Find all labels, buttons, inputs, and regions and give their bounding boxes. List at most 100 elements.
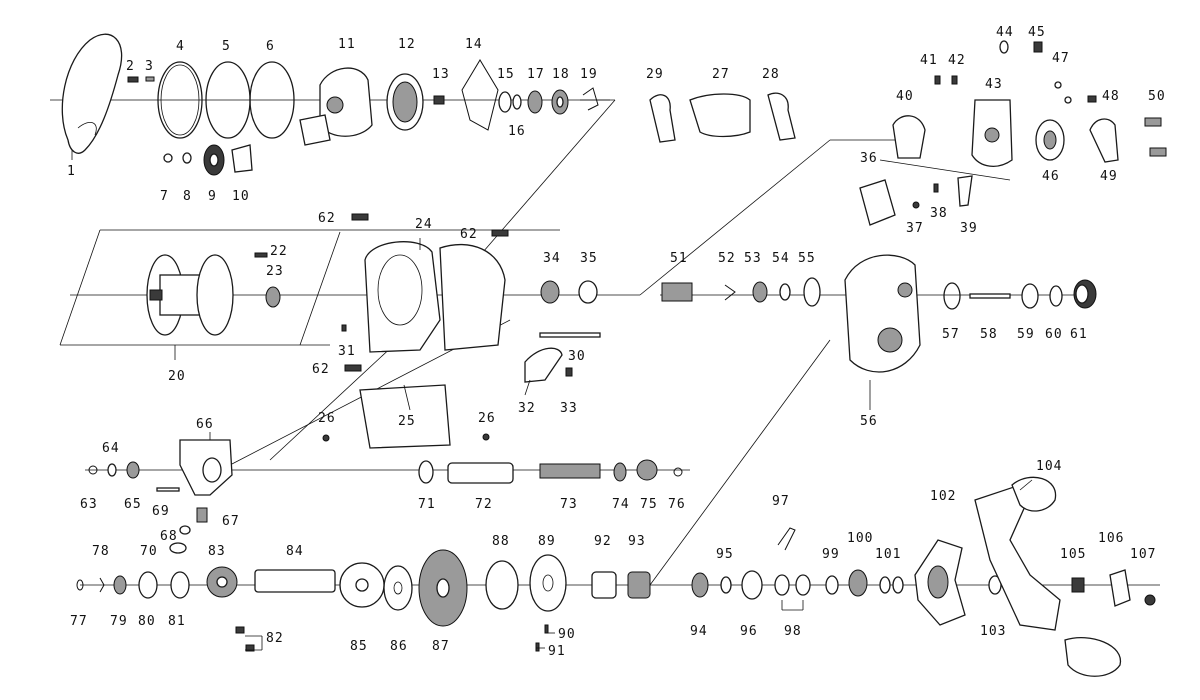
- part-64-washer: [107, 463, 117, 477]
- part-67-pawl: [196, 507, 208, 523]
- part-42-screw: [951, 75, 958, 85]
- part-14-spring-clip: [461, 59, 499, 131]
- part-65-bearing: [126, 461, 140, 479]
- part-26-screws: [322, 433, 490, 442]
- part-98-washers: [774, 574, 811, 596]
- label-81: 81: [168, 614, 186, 629]
- part-29-bracket: [649, 94, 676, 143]
- label-54: 54: [772, 251, 790, 266]
- part-13-screw: [433, 95, 445, 105]
- label-85: 85: [350, 639, 368, 654]
- label-22: 22: [270, 244, 288, 259]
- part-31-pin: [341, 324, 347, 332]
- part-84-shaft: [254, 569, 336, 593]
- part-28-bracket: [767, 92, 796, 141]
- label-47: 47: [1052, 51, 1070, 66]
- part-50-springs: [1144, 117, 1167, 157]
- part-41-screw: [934, 75, 941, 85]
- part-number-labels: 1 2 3 4 5 6 7 8 9 10 11 12 13 14 15 16 1…: [67, 25, 1166, 659]
- label-30: 30: [568, 349, 586, 364]
- part-3-pin: [145, 76, 155, 82]
- label-86: 86: [390, 639, 408, 654]
- part-79-bearing: [113, 575, 127, 595]
- label-50: 50: [1148, 89, 1166, 104]
- label-72: 72: [475, 497, 493, 512]
- label-101: 101: [875, 547, 901, 562]
- label-68: 68: [160, 529, 178, 544]
- part-58-shaft: [969, 293, 1011, 299]
- label-77: 77: [70, 614, 88, 629]
- label-66: 66: [196, 417, 214, 432]
- part-37-screw: [912, 201, 920, 209]
- label-19: 19: [580, 67, 598, 82]
- part-91-pin: [535, 642, 540, 652]
- part-17-collar: [527, 90, 543, 114]
- part-104-handle: [974, 476, 1121, 677]
- label-38: 38: [930, 206, 948, 221]
- part-85-star-drag: [339, 562, 385, 608]
- label-96: 96: [740, 624, 758, 639]
- label-43: 43: [985, 77, 1003, 92]
- label-3: 3: [145, 59, 154, 74]
- label-57: 57: [942, 327, 960, 342]
- label-67: 67: [222, 514, 240, 529]
- label-32: 32: [518, 401, 536, 416]
- part-96-clutch: [741, 570, 763, 600]
- part-77-ring: [76, 579, 84, 591]
- label-60: 60: [1045, 327, 1063, 342]
- part-74-bearing: [613, 462, 627, 482]
- label-56: 56: [860, 414, 878, 429]
- part-40-cover: [892, 115, 926, 159]
- label-76: 76: [668, 497, 686, 512]
- label-103: 103: [980, 624, 1006, 639]
- part-12-bearing-housing: [386, 73, 424, 131]
- part-4-ring: [157, 61, 203, 139]
- label-20: 20: [168, 369, 186, 384]
- label-48: 48: [1102, 89, 1120, 104]
- label-82: 82: [266, 631, 284, 646]
- label-61: 61: [1070, 327, 1088, 342]
- label-7: 7: [160, 189, 169, 204]
- part-33-screw: [565, 367, 573, 377]
- label-33: 33: [560, 401, 578, 416]
- label-89: 89: [538, 534, 556, 549]
- label-94: 94: [690, 624, 708, 639]
- label-8: 8: [183, 189, 192, 204]
- part-44-washer: [999, 40, 1009, 54]
- part-92-bushing: [591, 571, 617, 599]
- part-78-clip: [99, 577, 105, 593]
- label-1: 1: [67, 164, 76, 179]
- part-102-star-drag: [914, 539, 966, 626]
- label-105: 105: [1060, 547, 1086, 562]
- label-24: 24: [415, 217, 433, 232]
- part-23-bearing: [265, 286, 281, 308]
- label-69: 69: [152, 504, 170, 519]
- label-91: 91: [548, 644, 566, 659]
- part-72-tube: [447, 462, 514, 484]
- label-41: 41: [920, 53, 938, 68]
- label-40: 40: [896, 89, 914, 104]
- part-60-washer: [1049, 285, 1063, 307]
- part-51-pinion: [661, 282, 693, 302]
- part-106-plate: [1109, 569, 1131, 607]
- part-59-ring: [1021, 283, 1039, 309]
- label-6: 6: [266, 39, 275, 54]
- part-48-screw: [1087, 95, 1097, 103]
- label-84: 84: [286, 544, 304, 559]
- label-31: 31: [338, 344, 356, 359]
- part-52-clip: [724, 284, 736, 301]
- label-79: 79: [110, 614, 128, 629]
- label-62c: 62: [312, 362, 330, 377]
- part-95-ring: [720, 576, 732, 594]
- part-2-screw: [127, 76, 139, 83]
- part-34-bearing: [540, 280, 560, 304]
- label-102: 102: [930, 489, 956, 504]
- label-65: 65: [124, 497, 142, 512]
- part-30-rod: [539, 332, 601, 338]
- label-62b: 62: [460, 227, 478, 242]
- part-71-ring: [418, 460, 434, 484]
- part-22-pin: [254, 252, 268, 258]
- part-88-washer: [485, 560, 519, 610]
- label-59: 59: [1017, 327, 1035, 342]
- part-86-washer: [383, 565, 413, 611]
